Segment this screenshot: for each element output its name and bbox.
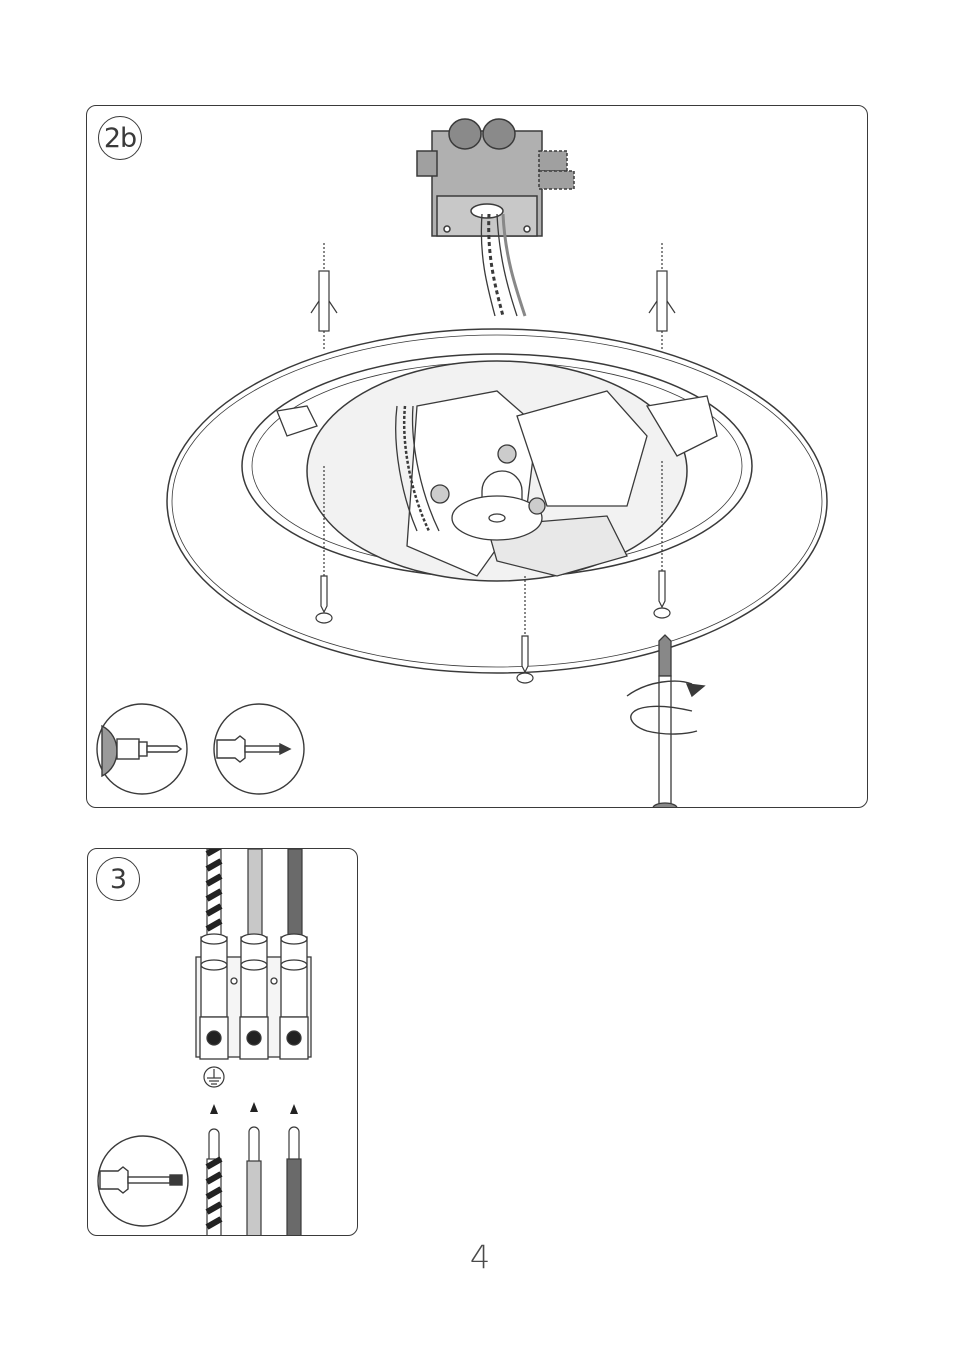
phillips-screwdriver-icon [214, 704, 304, 794]
step-3-panel: 3 [87, 848, 358, 1236]
wall-plug-left [311, 243, 337, 351]
wall-plug-right [649, 243, 675, 351]
wire-earth-bottom [207, 1129, 221, 1235]
wire-neutral-top [248, 849, 262, 937]
wire-live-top [288, 849, 302, 937]
drill-icon [97, 704, 187, 794]
insert-arrow-earth [210, 1104, 218, 1114]
insert-arrow-neutral [250, 1102, 258, 1112]
wire-live-bottom [287, 1127, 301, 1235]
wire-neutral-bottom [247, 1127, 261, 1235]
wire-earth-top [207, 849, 221, 937]
insert-arrow-live [290, 1104, 298, 1114]
ceiling-mount-illustration [87, 106, 867, 807]
screwdriver-tool [653, 635, 677, 807]
page-number: 4 [465, 1238, 495, 1276]
terminal-block [196, 934, 311, 1059]
earth-ground-icon [204, 1067, 224, 1087]
junction-box [417, 119, 574, 236]
flat-screwdriver-icon [98, 1136, 188, 1226]
step-2b-panel: 2b [86, 105, 868, 808]
terminal-block-illustration [88, 849, 357, 1235]
